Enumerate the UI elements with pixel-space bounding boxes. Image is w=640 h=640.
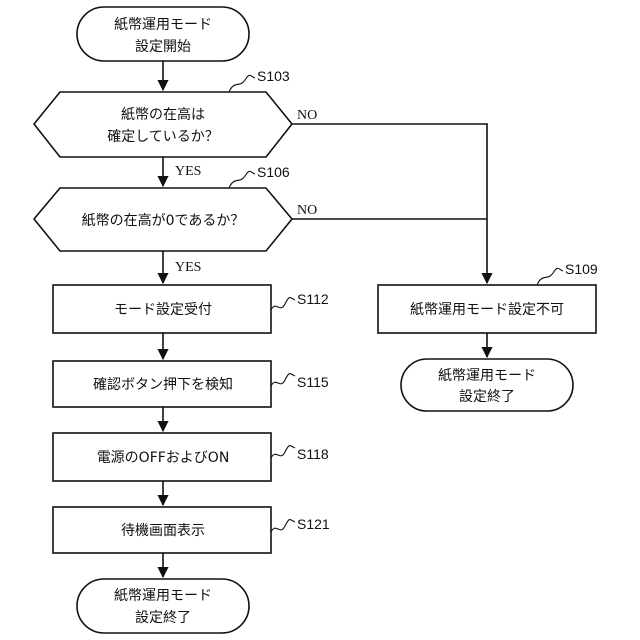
start-label-line1: 紙幣運用モード — [114, 17, 212, 33]
end-fail-label-line1: 紙幣運用モード — [438, 368, 536, 384]
end-main-label-line2: 設定終了 — [135, 610, 191, 626]
process4-step-number: S121 — [297, 516, 330, 532]
decision2-yes-label: YES — [175, 260, 201, 275]
process-fail-step-leader — [537, 268, 563, 285]
edge-decision1-no — [292, 124, 487, 283]
decision1-label-line1: 紙幣の在高は — [121, 106, 205, 123]
process3-step-number: S118 — [297, 446, 329, 462]
process1-step-number: S112 — [297, 291, 329, 307]
process-fail-step-number: S109 — [565, 261, 598, 277]
decision2-label: 紙幣の在高が0であるか？ — [82, 212, 245, 229]
decision1-shape — [34, 92, 292, 157]
decision1-label-line2: 確定しているか？ — [107, 129, 219, 145]
process1-label: モード設定受付 — [114, 302, 212, 318]
process4-step-leader — [271, 520, 295, 533]
process2-step-number: S115 — [297, 374, 329, 390]
decision2-step-leader — [229, 171, 255, 188]
start-label-line2: 設定開始 — [135, 39, 191, 55]
process2-step-leader — [271, 374, 295, 387]
decision2-no-label: NO — [297, 203, 317, 218]
end-fail-label-line2: 設定終了 — [459, 389, 515, 405]
decision1-step-number: S103 — [257, 68, 290, 84]
decision1-yes-label: YES — [175, 164, 201, 179]
process4-label: 待機画面表示 — [121, 523, 205, 539]
end-main-label-line1: 紙幣運用モード — [114, 588, 212, 604]
process2-label: 確認ボタン押下を検知 — [93, 376, 233, 393]
process1-step-leader — [271, 298, 295, 311]
process3-step-leader — [271, 446, 295, 459]
process-fail-label: 紙幣運用モード設定不可 — [410, 302, 564, 318]
decision1-no-label: NO — [297, 108, 317, 123]
decision1-step-leader — [229, 75, 255, 92]
process3-label: 電源のOFFおよびON — [97, 450, 230, 466]
decision2-step-number: S106 — [257, 164, 290, 180]
